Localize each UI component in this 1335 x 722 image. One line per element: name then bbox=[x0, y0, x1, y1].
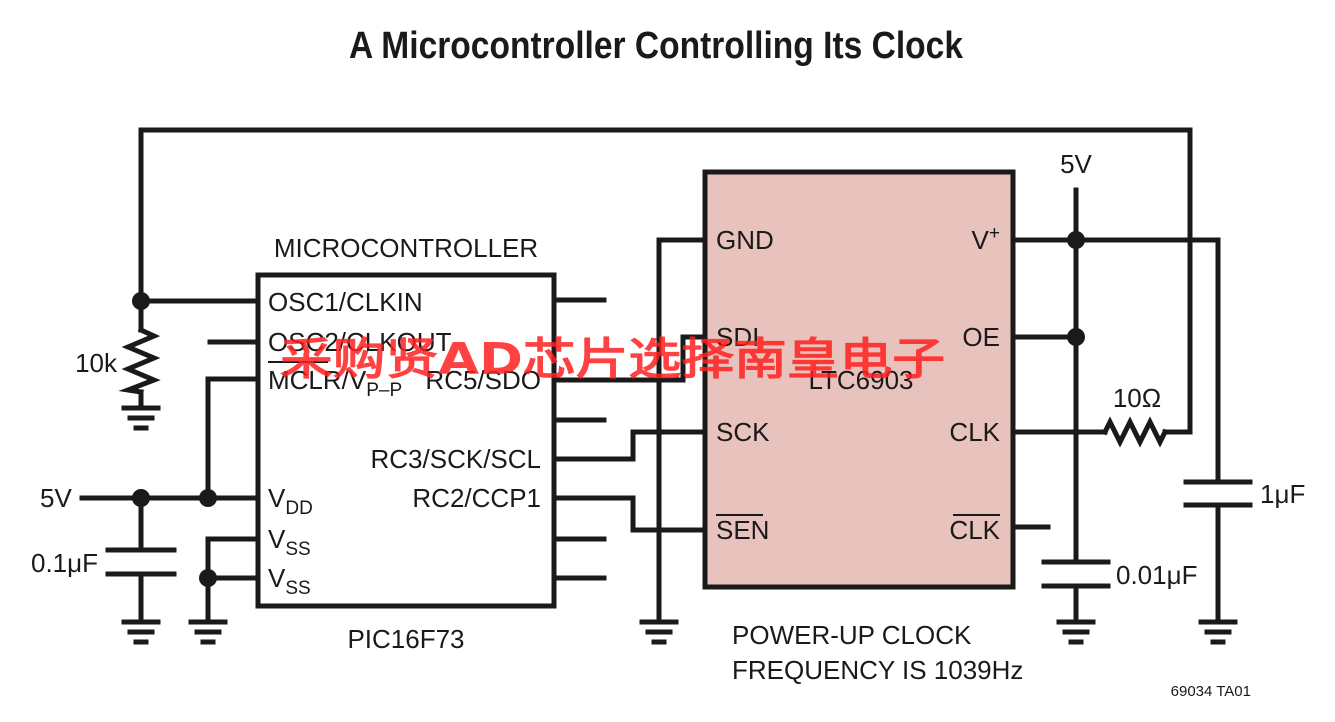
pin-sen: SEN bbox=[716, 515, 769, 545]
label-10k: 10k bbox=[75, 348, 118, 378]
pin-clk: CLK bbox=[949, 417, 1000, 447]
ground-icon bbox=[639, 619, 679, 645]
figure-id: 69034 TA01 bbox=[1171, 683, 1251, 700]
microcontroller-heading: MICROCONTROLLER bbox=[274, 233, 538, 263]
note-line-2: FREQUENCY IS 1039Hz bbox=[732, 655, 1023, 685]
ground-icon bbox=[1198, 619, 1238, 645]
label-0-1uf: 0.1μF bbox=[31, 548, 98, 578]
label-10ohm: 10Ω bbox=[1113, 383, 1161, 413]
ground-icon bbox=[1056, 619, 1096, 645]
pin-mclr: MCLR/VP–P bbox=[268, 365, 402, 401]
pin-rc5-sdo: RC5/SDO bbox=[425, 365, 541, 395]
ground-icon bbox=[121, 405, 161, 431]
pin-clk-bar: CLK bbox=[949, 515, 1000, 545]
junction-dot bbox=[132, 292, 150, 310]
label-5v-left: 5V bbox=[40, 483, 72, 513]
note-line-1: POWER-UP CLOCK bbox=[732, 620, 972, 650]
resistor-10k bbox=[118, 326, 161, 395]
label-1uf: 1μF bbox=[1260, 479, 1305, 509]
pin-vdd: VDD bbox=[268, 483, 313, 519]
label-0-01uf: 0.01μF bbox=[1116, 560, 1197, 590]
pin-sck: SCK bbox=[716, 417, 770, 447]
ltc6903-chip bbox=[702, 169, 1016, 590]
mclr-wire bbox=[205, 376, 261, 501]
resistor-10ohm bbox=[1101, 416, 1169, 448]
junction-dot bbox=[1067, 231, 1085, 249]
label-5v-right: 5V bbox=[1060, 149, 1092, 179]
ground-icon bbox=[121, 619, 161, 645]
pic16f73-chip bbox=[255, 272, 557, 609]
ground-icon bbox=[188, 619, 228, 645]
pin-osc1: OSC1/CLKIN bbox=[268, 287, 423, 317]
junction-dot bbox=[132, 489, 150, 507]
clock-feedback-wire bbox=[138, 127, 1193, 435]
pin-sdi: SDI bbox=[716, 322, 759, 352]
sdo-sdi-wire bbox=[551, 334, 708, 383]
junction-dot bbox=[199, 569, 217, 587]
pin-osc2: OSC2/CLKOUT bbox=[268, 327, 452, 357]
pin-oe: OE bbox=[962, 322, 1000, 352]
junction-dot bbox=[1067, 328, 1085, 346]
pin-gnd: GND bbox=[716, 225, 774, 255]
pin-vplus: V+ bbox=[972, 223, 1000, 255]
pin-vss-1: VSS bbox=[268, 524, 311, 560]
pin-rc2-ccp1: RC2/CCP1 bbox=[412, 483, 541, 513]
junction-dot bbox=[199, 489, 217, 507]
sen-wire bbox=[551, 495, 708, 533]
pin-vss-2: VSS bbox=[268, 563, 311, 599]
ltc-part-number: LTC6903 bbox=[808, 365, 913, 395]
pin-rc3-sck: RC3/SCK/SCL bbox=[371, 444, 542, 474]
vss1-wire bbox=[205, 536, 261, 625]
diagram-title: A Microcontroller Controlling Its Clock bbox=[349, 25, 964, 67]
vplus-wire bbox=[1010, 237, 1221, 483]
sck-wire bbox=[551, 429, 708, 462]
ltc-gnd-wire bbox=[656, 237, 708, 625]
watermark-text: 采购贤AD芯片选择南皇电子 bbox=[280, 334, 945, 385]
pic-part-number: PIC16F73 bbox=[347, 624, 464, 654]
